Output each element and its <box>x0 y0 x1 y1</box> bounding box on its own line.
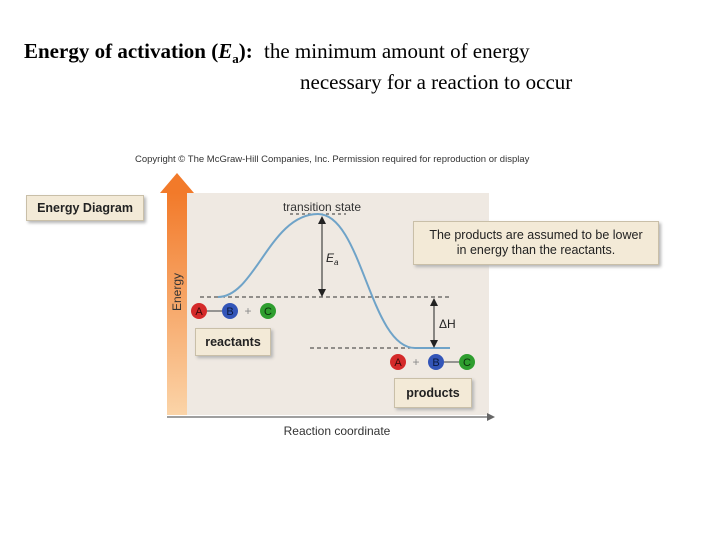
x-axis-label: Reaction coordinate <box>284 424 391 438</box>
y-axis-arrowhead <box>160 173 194 193</box>
products-label: products <box>406 386 460 400</box>
note-line-1: The products are assumed to be lower <box>429 228 643 242</box>
products-label-box: products <box>394 378 472 408</box>
reactants-label: reactants <box>205 335 261 349</box>
ea-label: Ea <box>326 251 339 267</box>
atom-b-label: B <box>226 306 233 318</box>
panel-title: Energy Diagram <box>37 201 133 215</box>
y-axis-label: Energy <box>170 273 184 311</box>
atom-c-label: C <box>264 306 272 318</box>
product-molecules: + A B C <box>390 354 475 370</box>
reactants-label-box: reactants <box>195 328 271 356</box>
slide-heading: Energy of activation (Ea): the minimum a… <box>24 36 572 94</box>
transition-state-label: transition state <box>283 200 361 214</box>
atom-c-label: C <box>463 357 471 369</box>
copyright-notice: Copyright © The McGraw-Hill Companies, I… <box>135 154 530 165</box>
definition-line-2: necessary for a reaction to occur <box>300 70 573 94</box>
panel-title-box: Energy Diagram <box>26 195 144 221</box>
atom-b-ball <box>222 303 238 319</box>
atom-a-label: A <box>394 357 402 369</box>
plus-sign: + <box>412 355 419 369</box>
atom-a-label: A <box>195 306 203 318</box>
atom-a-ball <box>390 354 406 370</box>
atom-b-label: B <box>432 357 439 369</box>
note-box: The products are assumed to be lower in … <box>413 221 659 265</box>
note-line-2: in energy than the reactants. <box>456 243 616 257</box>
term-label: Energy of activation (Ea): <box>24 39 253 67</box>
x-axis-arrowhead <box>487 413 495 421</box>
y-axis-arrow <box>167 193 187 415</box>
atom-c-ball <box>459 354 475 370</box>
reactant-molecules: + A B C <box>191 303 276 319</box>
delta-h-label: ΔH <box>439 317 456 331</box>
atom-a-ball <box>191 303 207 319</box>
atom-b-ball <box>428 354 444 370</box>
plus-sign: + <box>244 304 251 318</box>
energy-curve <box>217 212 450 349</box>
definition-line-1: the minimum amount of energy <box>264 39 530 63</box>
atom-c-ball <box>260 303 276 319</box>
